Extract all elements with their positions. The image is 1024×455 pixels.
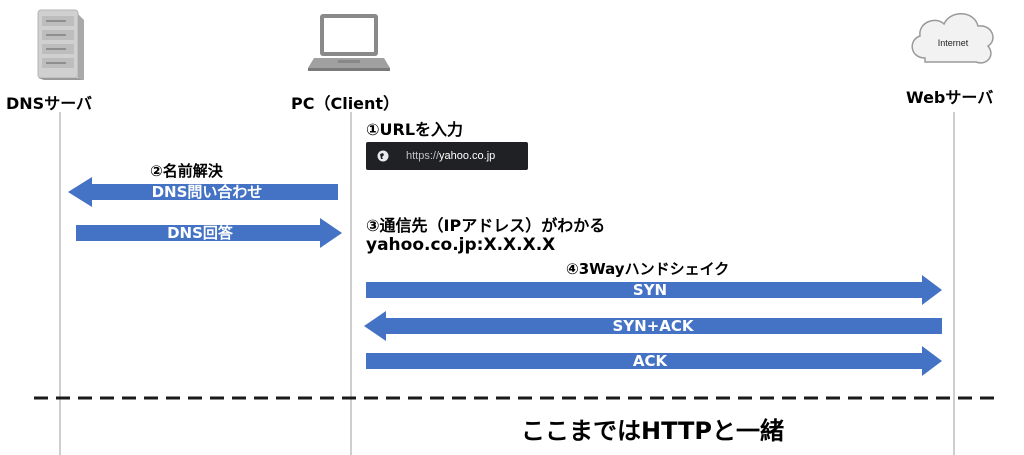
dns-query-label: DNS問い合わせ	[152, 183, 263, 201]
pc-client-label: PC（Client）	[291, 94, 400, 113]
dns-answer-label: DNS回答	[167, 224, 234, 242]
url-scheme: https://	[406, 150, 440, 162]
step3-label: ③通信先（IPアドレス）がわかる	[366, 216, 606, 235]
server-icon	[37, 9, 84, 80]
step2-label: ②名前解決	[150, 162, 223, 180]
url-text: https://yahoo.co.jp	[406, 150, 495, 162]
ack-arrow	[366, 346, 942, 376]
step4-label: ④3Wayハンドシェイク	[566, 260, 730, 278]
cloud-label: Internet	[938, 38, 969, 48]
browser-url-bar[interactable]: https://yahoo.co.jp	[366, 142, 528, 170]
syn-label: SYN	[633, 281, 667, 299]
globe-icon	[376, 149, 390, 163]
cloud-icon	[911, 13, 994, 64]
dns-answer-arrow	[76, 218, 342, 248]
ack-label: ACK	[633, 352, 669, 370]
dns-query-arrow	[68, 177, 338, 207]
web-server-label: Webサーバ	[906, 88, 994, 107]
synack-label: SYN+ACK	[612, 317, 694, 335]
step1-label: ①URLを入力	[366, 120, 464, 139]
syn-arrow	[366, 275, 942, 305]
dns-server-label: DNSサーバ	[6, 94, 93, 113]
url-host: yahoo.co.jp	[439, 150, 496, 162]
synack-arrow	[364, 311, 942, 341]
footer-caption: ここまではHTTPと一緒	[521, 417, 784, 445]
resolved-ip-label: yahoo.co.jp:X.X.X.X	[366, 235, 556, 255]
laptop-icon	[308, 14, 390, 71]
